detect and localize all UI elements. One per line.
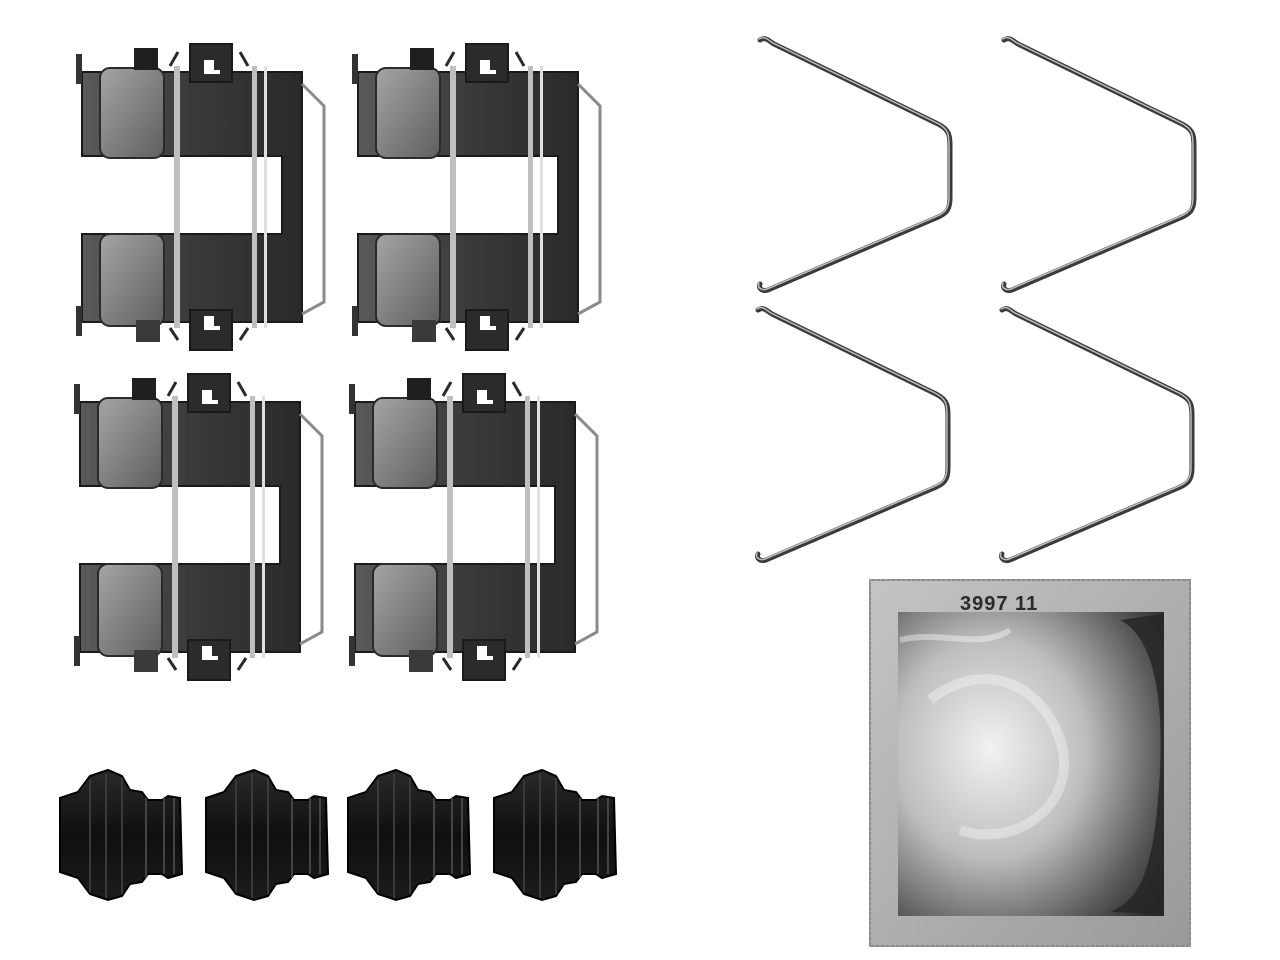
sachet-label: 3997 11 <box>960 593 1038 615</box>
grease-sachet-icon: 3997 11 <box>869 579 1191 947</box>
